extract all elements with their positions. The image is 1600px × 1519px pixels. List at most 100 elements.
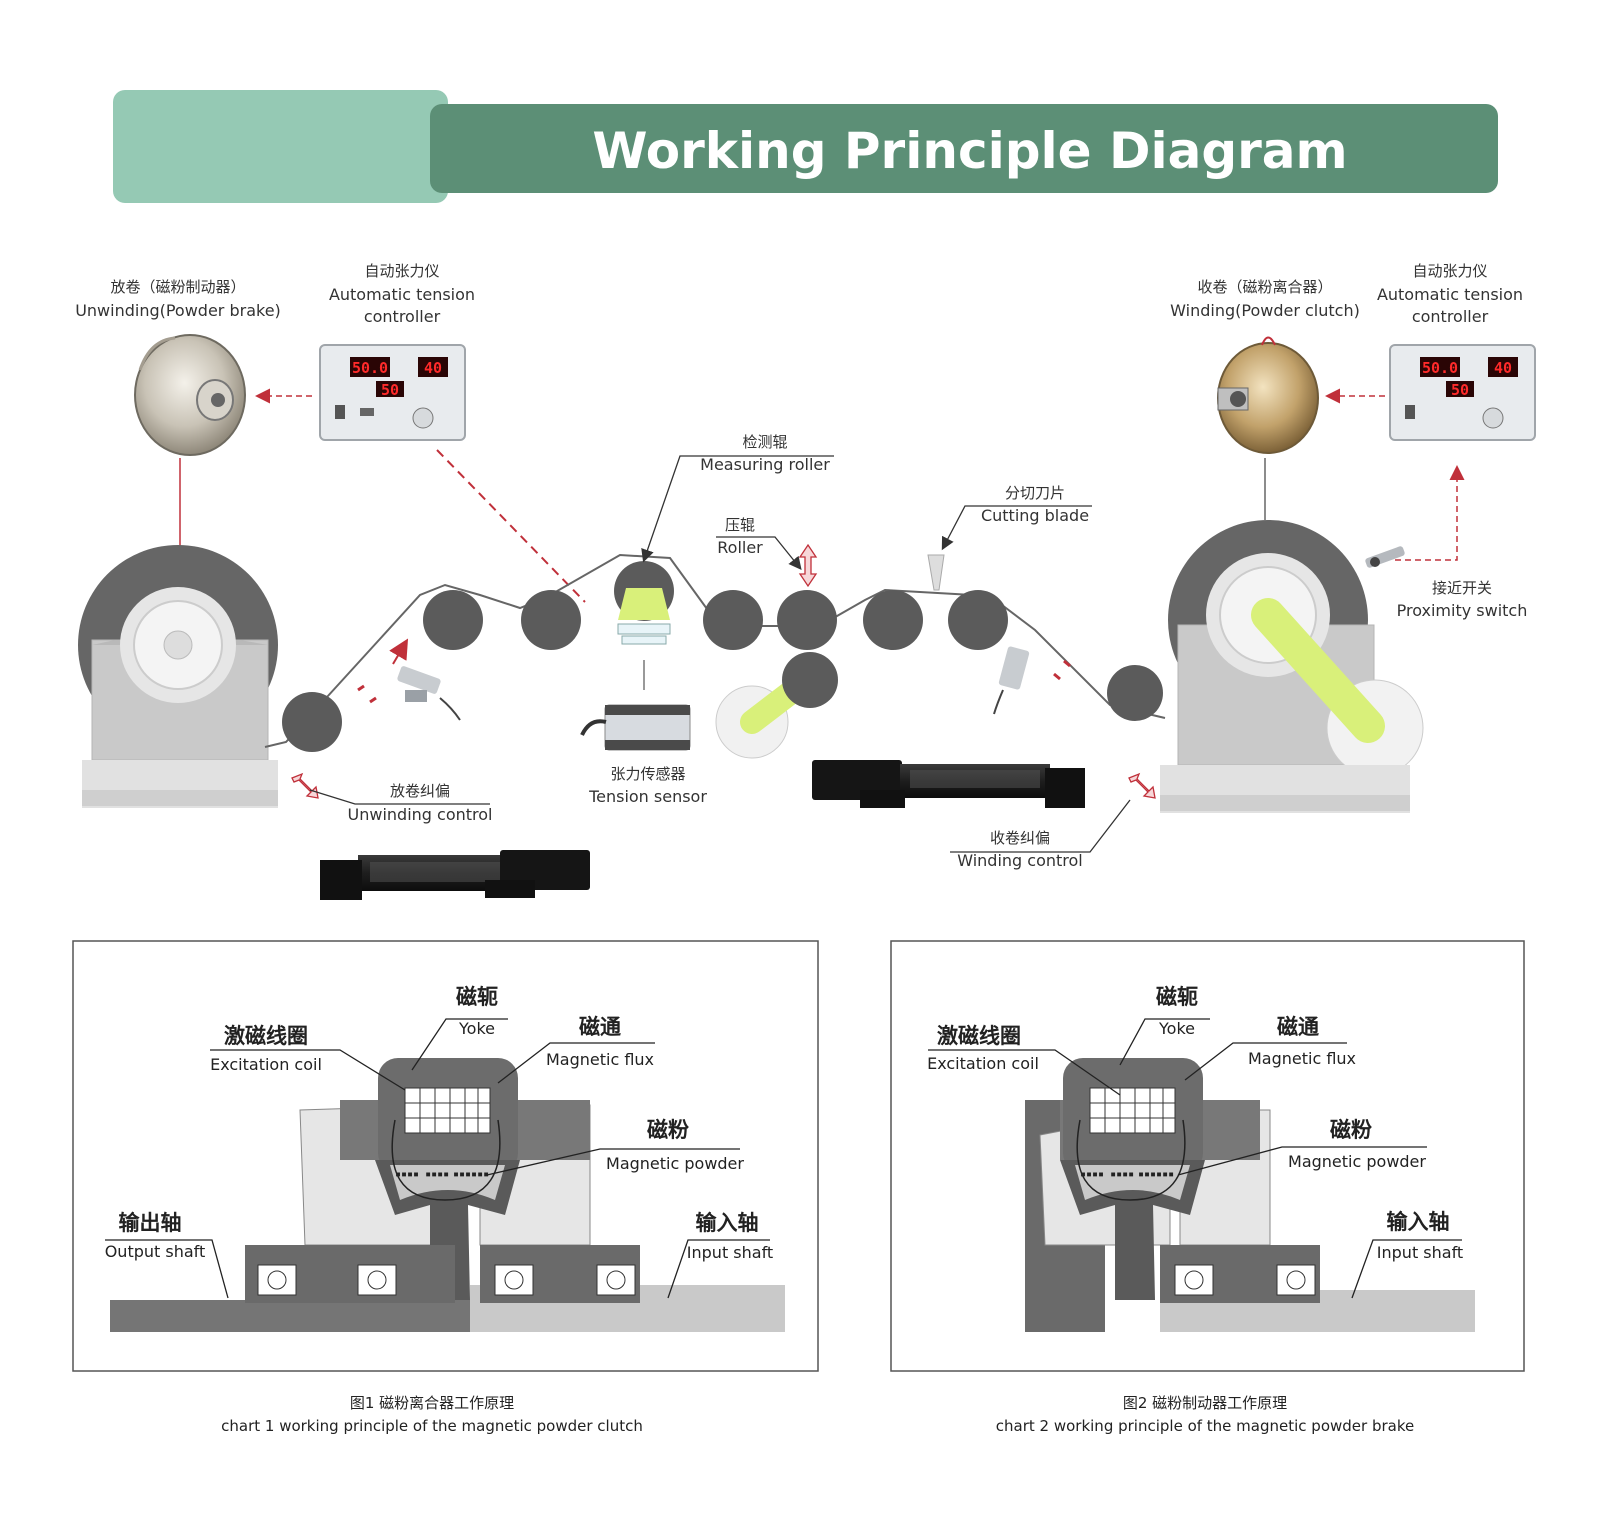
lcd-right-3: 50 (1451, 381, 1469, 399)
roller-label-cn: 压辊 (725, 516, 755, 534)
chart1-coil-en: Excitation coil (210, 1055, 322, 1074)
lcd-right-1: 50.0 (1422, 359, 1458, 377)
title-banner: Working Principle Diagram (113, 90, 1498, 203)
chart1-caption-cn: 图1 磁粉离合器工作原理 (350, 1394, 514, 1412)
unwinding-label-en: Unwinding(Powder brake) (75, 301, 281, 320)
controller-right-label-cn: 自动张力仪 (1412, 262, 1487, 280)
chart1-coil-cn: 激磁线圈 (224, 1024, 308, 1048)
guide-roller (1107, 665, 1163, 721)
winding-label-en: Winding(Powder clutch) (1170, 301, 1360, 320)
winding-section: 收卷（磁粉离合器） Winding(Powder clutch) 自动张力仪 A… (1160, 262, 1536, 813)
page-title: Working Principle Diagram (592, 122, 1347, 180)
chart1-input-en: Input shaft (687, 1243, 773, 1262)
proximity-feedback-line (1395, 465, 1465, 561)
winding-label-cn: 收卷（磁粉离合器） (1197, 278, 1332, 296)
svg-text:▪▪▪▪▪▪: ▪▪▪▪▪▪ (1138, 1169, 1174, 1180)
chart1-yoke-cn: 磁轭 (456, 985, 498, 1009)
chart2-flux-cn: 磁通 (1277, 1015, 1319, 1039)
unwinding-actuator (320, 850, 590, 900)
edge-sensor-left (397, 666, 461, 721)
lcd-left-2: 40 (424, 359, 442, 377)
svg-text:▪▪▪▪ ▪▪▪▪: ▪▪▪▪ ▪▪▪▪ (395, 1169, 449, 1180)
controller-left-label-cn: 自动张力仪 (364, 262, 439, 280)
powder-brake-image (134, 334, 246, 456)
chart1-yoke-en: Yoke (458, 1019, 495, 1038)
chart1-clutch-section: ▪▪▪▪ ▪▪▪▪ ▪▪▪▪▪▪ 磁轭 Yoke 激磁线圈 Excitation… (72, 940, 819, 1435)
chart2-brake-section: ▪▪▪▪ ▪▪▪▪ ▪▪▪▪▪▪ 磁轭 Yoke 激磁线圈 Excitation… (890, 940, 1525, 1435)
unwinding-control-callout: 放卷纠偏 Unwinding control (309, 782, 493, 824)
chart1-output-cn: 输出轴 (119, 1211, 182, 1235)
lcd-left-3: 50 (381, 381, 399, 399)
chart1-input-cn: 输入轴 (696, 1211, 759, 1235)
updown-arrow-icon (798, 543, 818, 588)
chart2-caption-cn: 图2 磁粉制动器工作原理 (1123, 1394, 1287, 1412)
controller-right-label-en1: Automatic tension (1377, 285, 1523, 304)
svg-text:▪▪▪▪ ▪▪▪▪: ▪▪▪▪ ▪▪▪▪ (1080, 1169, 1134, 1180)
unwinding-reel (78, 545, 278, 808)
chart1-output-en: Output shaft (105, 1242, 206, 1261)
unwinding-label-cn: 放卷（磁粉制动器） (110, 278, 245, 296)
chart2-caption-en: chart 2 working principle of the magneti… (996, 1417, 1414, 1435)
chart1-flux-en: Magnetic flux (546, 1050, 654, 1069)
lcd-right-2: 40 (1494, 359, 1512, 377)
cutting-blade-label-cn: 分切刀片 (1005, 484, 1065, 502)
powder-clutch-image (1217, 336, 1319, 454)
clutch-mechanism: ▪▪▪▪ ▪▪▪▪ ▪▪▪▪▪▪ (110, 1058, 785, 1332)
cutting-blade-shape (927, 554, 945, 591)
unwinding-control-label-cn: 放卷纠偏 (390, 782, 450, 800)
measuring-roller-label-en: Measuring roller (700, 455, 830, 474)
winding-control-label-cn: 收卷纠偏 (990, 829, 1050, 847)
banner-left-block (113, 90, 448, 203)
cutting-blade-callout: 分切刀片 Cutting blade (941, 484, 1092, 551)
guide-roller (423, 590, 483, 650)
guide-roller (282, 692, 342, 752)
chart2-coil-cn: 激磁线圈 (937, 1024, 1021, 1048)
guide-roller (948, 590, 1008, 650)
chart1-powder-en: Magnetic powder (606, 1154, 744, 1173)
tension-controller-left: 50.0 40 50 (319, 344, 466, 441)
guide-roller (703, 590, 763, 650)
chart2-coil-en: Excitation coil (927, 1054, 1039, 1073)
roller-label-en: Roller (717, 538, 763, 557)
pressure-roller-arm (715, 652, 838, 759)
controller-right-label-en2: controller (1412, 307, 1489, 326)
measuring-roller-callout: 检测辊 Measuring roller (641, 433, 834, 563)
unwinding-section: 放卷（磁粉制动器） Unwinding(Powder brake) 自动张力仪 … (75, 262, 586, 808)
chart2-flux-en: Magnetic flux (1248, 1049, 1356, 1068)
chart2-yoke-cn: 磁轭 (1156, 985, 1198, 1009)
guide-roller (521, 590, 581, 650)
chart1-caption-en: chart 1 working principle of the magneti… (221, 1417, 643, 1435)
web-direction-arrow (389, 638, 409, 665)
pressure-roller-wheel (777, 590, 837, 650)
tension-sensor-image (580, 704, 691, 751)
svg-text:▪▪▪▪▪▪: ▪▪▪▪▪▪ (453, 1169, 489, 1180)
pressure-roller-callout: 压辊 Roller (716, 516, 818, 588)
guide-roller (863, 590, 923, 650)
web-path (264, 553, 1166, 759)
unwinding-control-arrow-icon (291, 772, 319, 799)
tension-controller-right: 50.0 40 50 (1389, 344, 1536, 441)
cutting-blade-label-en: Cutting blade (981, 506, 1089, 525)
controller-left-label-en1: Automatic tension (329, 285, 475, 304)
chart2-input-cn: 输入轴 (1387, 1210, 1450, 1234)
chart1-powder-cn: 磁粉 (647, 1118, 689, 1142)
winding-control-arrow-icon (1128, 772, 1156, 799)
tension-sensor-label-en: Tension sensor (588, 787, 707, 806)
unwinding-control-label-en: Unwinding control (348, 805, 493, 824)
banner-right-block (430, 104, 1498, 193)
proximity-switch-label-en: Proximity switch (1397, 601, 1528, 620)
tension-sensor-label-cn: 张力传感器 (610, 765, 685, 783)
measuring-roller-label-cn: 检测辊 (742, 433, 787, 451)
edge-sensor-right (993, 646, 1030, 715)
chart1-flux-cn: 磁通 (579, 1015, 621, 1039)
chart2-powder-en: Magnetic powder (1288, 1152, 1426, 1171)
winding-control-callout: 收卷纠偏 Winding control (950, 799, 1131, 870)
chart2-yoke-en: Yoke (1158, 1019, 1195, 1038)
winding-control-label-en: Winding control (957, 851, 1083, 870)
lcd-left-1: 50.0 (352, 359, 388, 377)
proximity-switch-label-cn: 接近开关 (1432, 579, 1492, 597)
controller-feedback-dashed (436, 449, 586, 603)
chart2-input-en: Input shaft (1377, 1243, 1463, 1262)
winding-reel (1160, 520, 1424, 813)
